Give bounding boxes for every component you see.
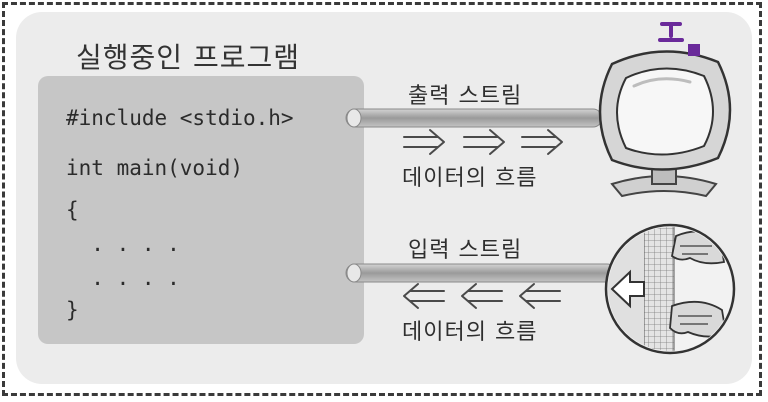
program-title: 실행중인 프로그램 <box>76 41 300 74</box>
accent-logo-icon <box>658 22 700 56</box>
code-line-close-brace: } <box>66 298 79 322</box>
dashed-frame <box>2 2 762 396</box>
code-box <box>38 76 364 344</box>
code-line-open-brace: { <box>66 198 79 222</box>
monitor-icon <box>598 22 732 198</box>
input-pipe <box>345 263 617 283</box>
code-line-dots-2: . . . . <box>66 266 180 290</box>
output-stream-label: 출력 스트림 <box>408 84 523 109</box>
output-flow-label: 데이터의 흐름 <box>402 166 538 191</box>
output-pipe <box>345 108 603 128</box>
input-stream-label: 입력 스트림 <box>408 238 523 263</box>
code-line-include: #include <stdio.h> <box>66 106 294 130</box>
code-line-dots-1: . . . . <box>66 232 180 256</box>
output-flow-arrows <box>403 129 563 155</box>
code-line-main: int main(void) <box>66 156 244 180</box>
input-flow-arrows <box>403 283 561 309</box>
keyboard-hands-icon <box>604 223 736 355</box>
input-flow-label: 데이터의 흐름 <box>402 320 538 345</box>
